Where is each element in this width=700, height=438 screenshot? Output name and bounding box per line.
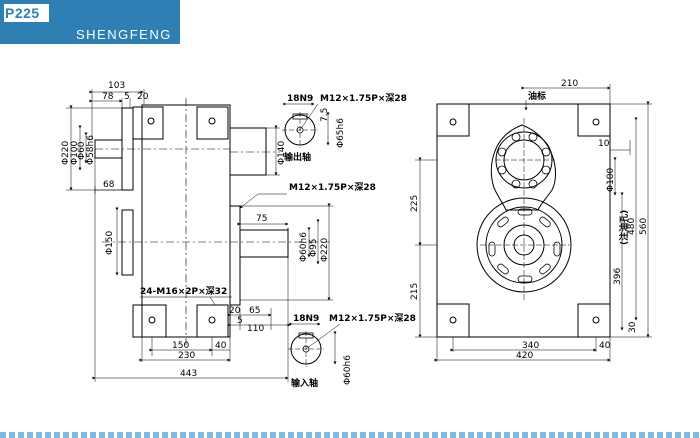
dim-230: 230	[178, 351, 195, 361]
dim-phi95: Φ95	[309, 238, 319, 257]
bolt-hole-icon	[208, 316, 216, 324]
footer-strip	[0, 432, 700, 438]
input-shaft-title: 输入轴	[291, 377, 318, 389]
side-dim-225: 225	[410, 195, 420, 212]
front-view-labels: 103 78 5 20 Φ220 Φ100 Φ60 Φ58h6 68 Φ140 …	[61, 81, 376, 379]
bolt-hole-icon	[208, 117, 216, 125]
bolt-hole-icon	[592, 316, 600, 324]
side-dim-215: 215	[410, 283, 420, 300]
dim-150: 150	[172, 341, 189, 351]
side-body	[436, 103, 611, 338]
side-ear-br	[577, 303, 611, 338]
bolt-hole-icon	[449, 316, 457, 324]
header-banner: P225 SHENGFENG	[0, 0, 180, 44]
dim-110: 110	[247, 324, 264, 334]
dim-5-b: 5	[237, 316, 243, 326]
dim-phi220: Φ220	[61, 140, 71, 165]
side-dim-396: 396	[613, 268, 623, 285]
side-dim-560: 560	[639, 218, 649, 235]
dim-5: 5	[124, 92, 130, 102]
dim-40: 40	[215, 341, 227, 351]
dim-phi58h6: Φ58h6	[86, 135, 96, 165]
out-thread: M12×1.75P×深28	[320, 92, 407, 104]
bolt-hole-icon	[147, 117, 155, 125]
dim-68: 68	[103, 180, 115, 190]
side-view-labels: 210 油标 10 Φ100 225 215 396 (注油孔) 480 560…	[410, 79, 649, 361]
side-dim-210: 210	[561, 79, 578, 89]
front-left-lower	[121, 209, 134, 276]
dim-103: 103	[108, 81, 125, 91]
dim-phi150: Φ150	[105, 230, 115, 255]
out-dim-7-5: 7.5	[320, 108, 330, 122]
side-ear-tr	[577, 103, 611, 137]
dim-20: 20	[137, 92, 149, 102]
side-dim-phi100: Φ100	[606, 167, 616, 192]
bolt-hole-icon	[592, 118, 600, 126]
dim-20-b: 20	[229, 306, 241, 316]
front-ear-br	[196, 304, 229, 338]
brand-name: SHENGFENG	[76, 27, 172, 42]
dim-phi100: Φ100	[70, 140, 80, 165]
side-dim-480: 480	[627, 218, 637, 235]
out-dim-phi65h6: Φ65h6	[336, 118, 346, 148]
input-shaft-labels: 18N9 M12×1.75P×深28 Φ60h6 输入轴	[291, 312, 416, 389]
dim-65: 65	[249, 306, 260, 316]
dim-phi220-b: Φ220	[320, 237, 330, 262]
front-right-upper	[229, 127, 267, 176]
side-dim-30: 30	[628, 321, 638, 333]
output-shaft-detail	[282, 102, 330, 148]
front-view	[66, 89, 333, 382]
oil-fill-hole-label: (注油孔)	[618, 210, 630, 245]
front-ear-tr	[196, 106, 229, 140]
dim-phi140: Φ140	[277, 140, 287, 165]
bolt-hole-icon	[148, 316, 156, 324]
dim-78: 78	[102, 92, 114, 102]
side-ear-tl	[436, 103, 470, 137]
output-shaft-title: 输出轴	[284, 151, 311, 163]
dim-75: 75	[256, 214, 267, 224]
out-keyway-18n9: 18N9	[287, 94, 313, 104]
front-ear-bl	[132, 304, 167, 338]
output-boss	[490, 124, 556, 211]
side-dim-40: 40	[599, 341, 611, 351]
bolt-hole-icon	[449, 118, 457, 126]
in-keyway-18n9: 18N9	[293, 314, 319, 324]
in-thread: M12×1.75P×深28	[329, 312, 416, 324]
side-dim-420: 420	[516, 351, 533, 361]
side-dim-340: 340	[522, 341, 539, 351]
dim-phi60h6: Φ60h6	[299, 232, 309, 262]
thread-callout-front: M12×1.75P×深28	[289, 181, 376, 193]
side-dim-10: 10	[598, 139, 610, 149]
in-dim-phi60h6: Φ60h6	[343, 355, 353, 385]
oil-gauge-label: 油标	[528, 90, 546, 102]
input-shaft-stub	[239, 229, 289, 258]
front-right-flange	[229, 205, 241, 306]
dim-phi60: Φ60	[77, 141, 87, 160]
side-view	[415, 84, 652, 362]
input-shaft-detail	[288, 322, 341, 367]
output-shaft-labels: 18N9 M12×1.75P×深28 7.5 Φ65h6 输出轴	[284, 92, 407, 163]
model-number: P225	[4, 4, 49, 22]
dim-443: 443	[180, 369, 197, 379]
input-boss-outer	[476, 197, 572, 293]
mount-holes-callout: 24-M16×2P×深32	[140, 285, 227, 297]
